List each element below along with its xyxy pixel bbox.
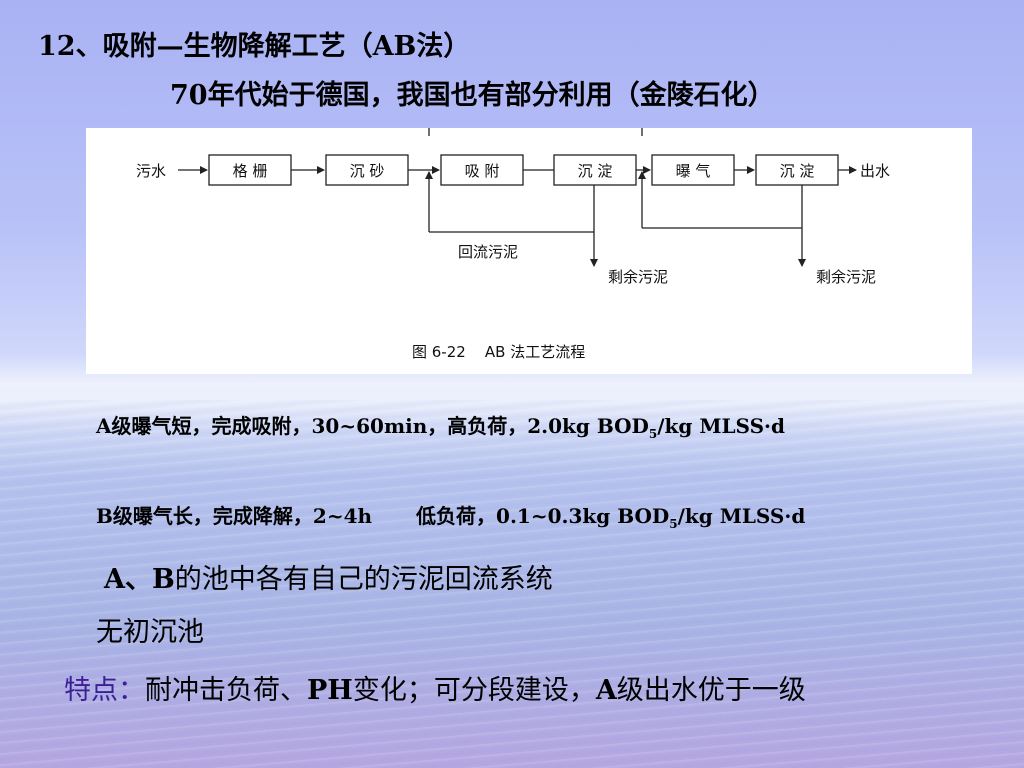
features-line: 特点：耐冲击负荷、PH变化；可分段建设，A级出水优于一级 [64, 668, 806, 707]
output-label: 出水 [860, 162, 890, 180]
input-label: 污水 [136, 162, 166, 180]
features-text-1: 耐冲击负荷、 [145, 675, 307, 706]
step-label-6: 沉 淀 [780, 162, 815, 180]
point-no-primary: 无初沉池 [96, 617, 204, 648]
line-b-sub: 5 [669, 517, 678, 531]
point-sludge-return: A、B的池中各有自己的污泥回流系统 [104, 557, 553, 596]
return-sludge-label: 回流污泥 [458, 243, 518, 261]
line-a-text: A级曝气短，完成吸附，30~60min，高负荷，2.0kg BOD [96, 414, 649, 438]
line-a-sub: 5 [648, 427, 658, 441]
slide-title: 12、吸附—生物降解工艺（AB法） [38, 31, 471, 62]
features-text-4: A [595, 675, 617, 706]
step-label-4: 沉 淀 [578, 162, 613, 180]
excess-sludge-label-1: 剩余污泥 [608, 268, 668, 286]
line-a-stage: A级曝气短，完成吸附，30~60min，高负荷，2.0kg BOD5/kg ML… [96, 410, 785, 441]
ab-process-diagram: 污水 格 栅 沉 砂 吸 附 沉 淀 曝 气 沉 淀 出水 回流污泥 剩余污泥 … [86, 128, 972, 374]
point-1-bold: A、B [104, 564, 175, 595]
line-b-stage: B级曝气长，完成降解，2~4h 低负荷，0.1~0.3kg BOD5/kg MLS… [96, 500, 805, 531]
line-b-text2: 低负荷，0.1~0.3kg BOD [416, 504, 670, 528]
slide-subtitle: 70年代始于德国，我国也有部分利用（金陵石化） [170, 80, 775, 111]
water-background [0, 400, 1024, 768]
step-label-3: 吸 附 [465, 162, 500, 180]
features-text-5: 级出水优于一级 [616, 675, 806, 706]
step-label-5: 曝 气 [676, 162, 711, 180]
line-a-tail: /kg MLSS·d [657, 414, 785, 438]
excess-sludge-label-2: 剩余污泥 [816, 268, 876, 286]
step-label-1: 格 栅 [233, 162, 268, 180]
line-b-tail: /kg MLSS·d [677, 504, 806, 528]
step-label-2: 沉 砂 [350, 162, 385, 180]
features-text-2: PH [307, 675, 353, 706]
point-1-text: 的池中各有自己的污泥回流系统 [174, 564, 553, 595]
line-b-text: B级曝气长，完成降解，2~4h [96, 504, 373, 528]
features-text-3: 变化；可分段建设， [352, 675, 596, 706]
diagram-caption: 图 6-22 AB 法工艺流程 [412, 343, 585, 361]
features-label: 特点： [64, 675, 145, 706]
